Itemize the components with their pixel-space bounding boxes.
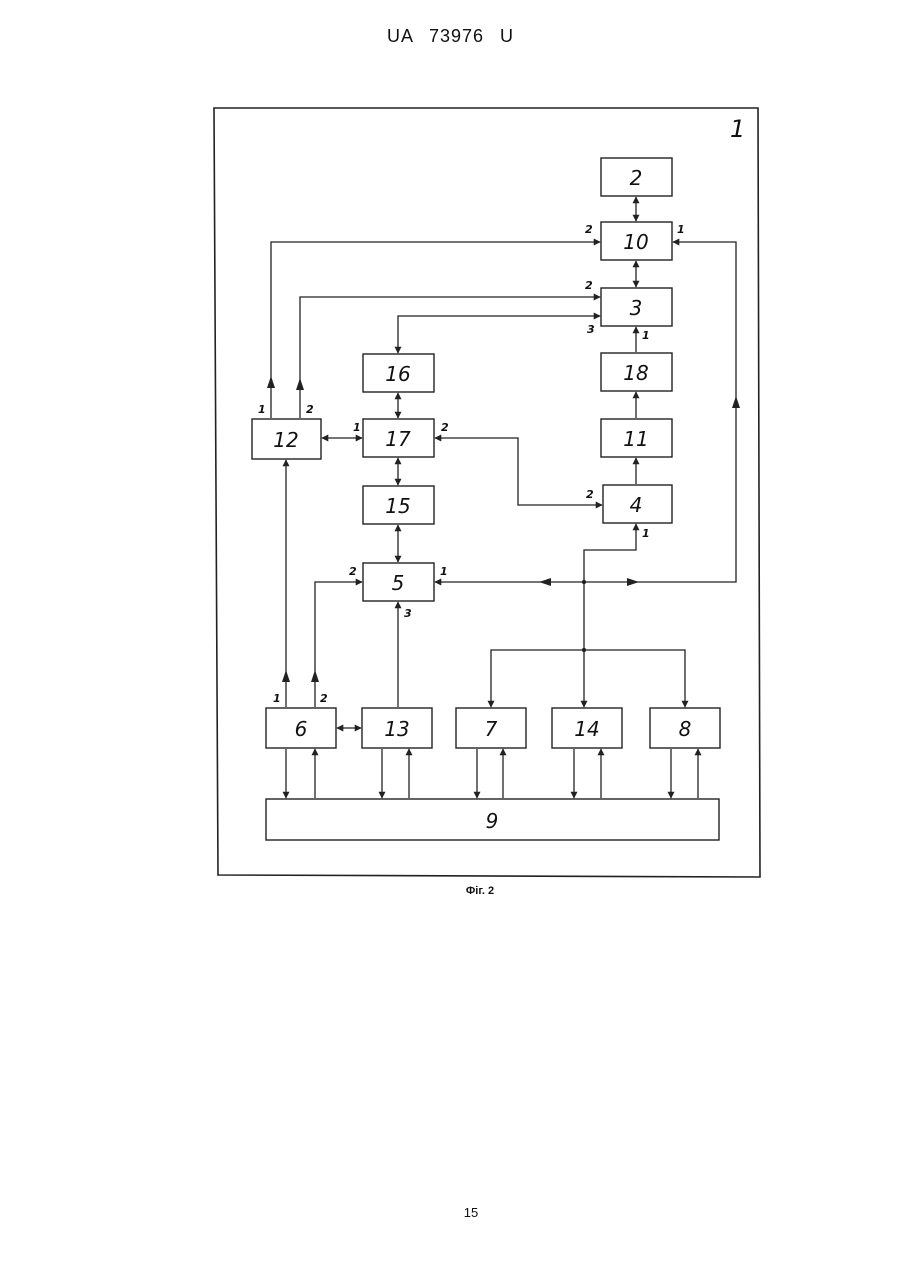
port-6-1: 1 bbox=[273, 692, 281, 705]
block-12: 12 bbox=[252, 419, 321, 459]
block-6: 6 bbox=[266, 708, 336, 748]
port-3-1: 1 bbox=[642, 329, 650, 342]
block-3: 3 bbox=[601, 288, 672, 326]
block-9: 9 bbox=[266, 799, 719, 840]
frame-label: 1 bbox=[730, 115, 745, 143]
port-5-3: 3 bbox=[404, 607, 412, 620]
port-12-2: 2 bbox=[306, 403, 314, 416]
port-3-3: 3 bbox=[587, 323, 595, 336]
block-3-label: 3 bbox=[630, 296, 643, 320]
block-6-label: 6 bbox=[295, 717, 308, 741]
block-16-label: 16 bbox=[385, 362, 410, 386]
port-5-2: 2 bbox=[349, 565, 357, 578]
block-16: 16 bbox=[363, 354, 434, 392]
port-10-2: 2 bbox=[585, 223, 593, 236]
block-7-label: 7 bbox=[485, 717, 498, 741]
port-4-1: 1 bbox=[642, 527, 650, 540]
port-5-1: 1 bbox=[440, 565, 448, 578]
port-12-1: 1 bbox=[258, 403, 266, 416]
port-10-1: 1 bbox=[677, 223, 685, 236]
block-10-label: 10 bbox=[623, 230, 648, 254]
block-7: 7 bbox=[456, 708, 526, 748]
block-4-label: 4 bbox=[630, 493, 643, 517]
block-5: 5 bbox=[363, 563, 434, 601]
port-4-2: 2 bbox=[586, 488, 594, 501]
port-17-1: 1 bbox=[353, 421, 361, 434]
block-15-label: 15 bbox=[385, 494, 410, 518]
block-8: 8 bbox=[650, 708, 720, 748]
block-13-label: 13 bbox=[384, 717, 409, 741]
port-3-2: 2 bbox=[585, 279, 593, 292]
block-4: 4 bbox=[603, 485, 672, 523]
block-9-label: 9 bbox=[486, 809, 499, 833]
block-17-label: 17 bbox=[385, 427, 411, 451]
block-14-label: 14 bbox=[574, 717, 599, 741]
block-17: 17 bbox=[363, 419, 434, 457]
port-6-2: 2 bbox=[320, 692, 328, 705]
page-number: 15 bbox=[0, 1205, 901, 1220]
block-11-label: 11 bbox=[623, 427, 648, 451]
block-2-label: 2 bbox=[630, 166, 643, 190]
block-8-label: 8 bbox=[679, 717, 692, 741]
block-12-label: 12 bbox=[273, 428, 298, 452]
block-11: 11 bbox=[601, 419, 672, 457]
block-15: 15 bbox=[363, 486, 434, 524]
figure-caption: Фіг. 2 bbox=[0, 885, 901, 897]
block-13: 13 bbox=[362, 708, 432, 748]
port-17-2: 2 bbox=[441, 421, 449, 434]
block-2: 2 bbox=[601, 158, 672, 196]
block-5-label: 5 bbox=[392, 571, 405, 595]
block-10: 10 bbox=[601, 222, 672, 260]
block-18: 18 bbox=[601, 353, 672, 391]
block-14: 14 bbox=[552, 708, 622, 748]
block-18-label: 18 bbox=[623, 361, 648, 385]
